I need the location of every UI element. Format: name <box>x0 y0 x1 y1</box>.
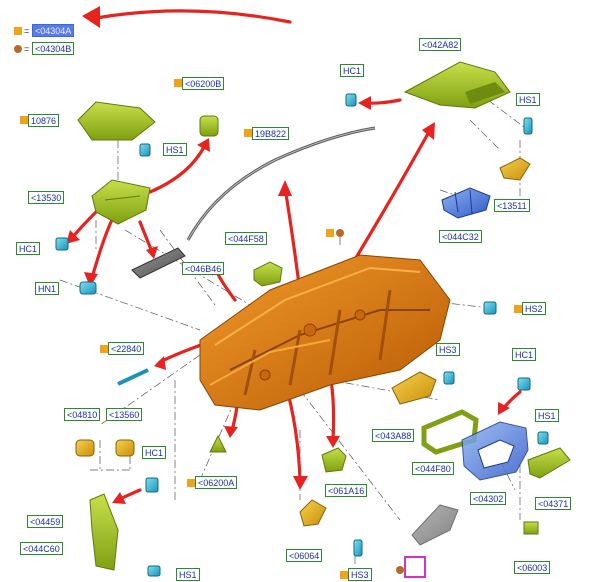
marker-hs2 <box>514 305 522 313</box>
label-043a88: <043A88 <box>372 429 415 442</box>
part-06200b <box>199 115 219 137</box>
label-044c60: <044C60 <box>20 542 63 555</box>
part-044c32 <box>441 187 491 219</box>
label-hc1-left: HC1 <box>16 242 41 255</box>
marker-magenta-box <box>396 566 404 574</box>
label-13530: <13530 <box>28 191 65 204</box>
label-19b822: 19B822 <box>252 127 290 140</box>
label-04810: <04810 <box>64 408 101 421</box>
part-061a16 <box>321 447 347 473</box>
label-06200b: <06200B <box>182 77 225 90</box>
label-04371: <04371 <box>535 497 572 510</box>
part-13511 <box>499 157 531 181</box>
clips <box>55 93 549 577</box>
legend-eq-2: = <box>24 44 30 54</box>
label-13511: <13511 <box>494 199 530 212</box>
marker-044f58-circle <box>336 229 344 237</box>
label-hn1: HN1 <box>35 282 60 295</box>
part-22840 <box>117 368 149 386</box>
part-06003 <box>523 521 539 535</box>
label-044c32: <044C32 <box>439 230 482 243</box>
part-044f58 <box>253 261 283 287</box>
part-gray-trim <box>411 504 459 546</box>
label-hs2: HS2 <box>522 302 546 315</box>
marker-hs3-bottom <box>340 571 348 579</box>
legend-label-04304b: <04304B <box>32 42 75 55</box>
label-hs1-b: HS1 <box>163 143 187 156</box>
marker-044f58 <box>326 229 334 237</box>
label-04302: <04302 <box>470 492 507 505</box>
legend-label-04304a: <04304A <box>32 24 75 37</box>
marker-06200b <box>174 79 182 87</box>
label-046b46: <046B46 <box>182 262 225 275</box>
legend-square-marker <box>14 27 22 35</box>
label-13560: <13560 <box>106 408 143 421</box>
label-hs3-bottom: HS3 <box>348 568 372 581</box>
legend-circle-marker <box>14 45 22 53</box>
part-06064 <box>299 499 327 527</box>
label-042a82: <042A82 <box>419 38 462 51</box>
label-hc1-top: HC1 <box>340 64 365 77</box>
part-04371 <box>527 447 571 479</box>
marker-22840 <box>100 345 108 353</box>
marker-10876 <box>20 116 28 124</box>
part-06200a <box>209 434 227 453</box>
label-hs1-right: HS1 <box>535 409 559 422</box>
label-hc1-mid: HC1 <box>142 446 167 459</box>
part-13560 <box>115 439 135 457</box>
label-hc1-right: HC1 <box>512 348 537 361</box>
part-13530 <box>91 179 151 225</box>
label-hs3-top: HS3 <box>436 343 460 356</box>
label-10876: 10876 <box>28 114 60 127</box>
label-06064: <06064 <box>286 549 323 562</box>
marker-19b822 <box>244 129 252 137</box>
label-hs1-a: HS1 <box>516 93 540 106</box>
label-06003: <06003 <box>514 561 551 574</box>
label-22840: <22840 <box>108 342 145 355</box>
part-19b822 <box>186 126 376 241</box>
label-044f58: <044F58 <box>225 232 267 245</box>
part-04459 <box>89 493 119 571</box>
part-043a88 <box>391 371 437 405</box>
marker-06200a <box>187 479 195 487</box>
part-10876 <box>77 101 156 141</box>
legend-eq-1: = <box>24 26 30 36</box>
part-046b46 <box>131 247 186 279</box>
label-044f80: <044F80 <box>412 462 454 475</box>
instrument-panel-frame <box>199 254 451 411</box>
part-042a82 <box>403 61 511 109</box>
label-061a16: <061A16 <box>325 484 368 497</box>
label-hs1-bottom: HS1 <box>176 568 200 581</box>
label-04459: <04459 <box>27 515 64 528</box>
label-06200a: <06200A <box>195 476 238 489</box>
magenta-highlight-box <box>404 556 426 578</box>
part-04810 <box>75 439 95 457</box>
part-04302 <box>461 421 529 481</box>
